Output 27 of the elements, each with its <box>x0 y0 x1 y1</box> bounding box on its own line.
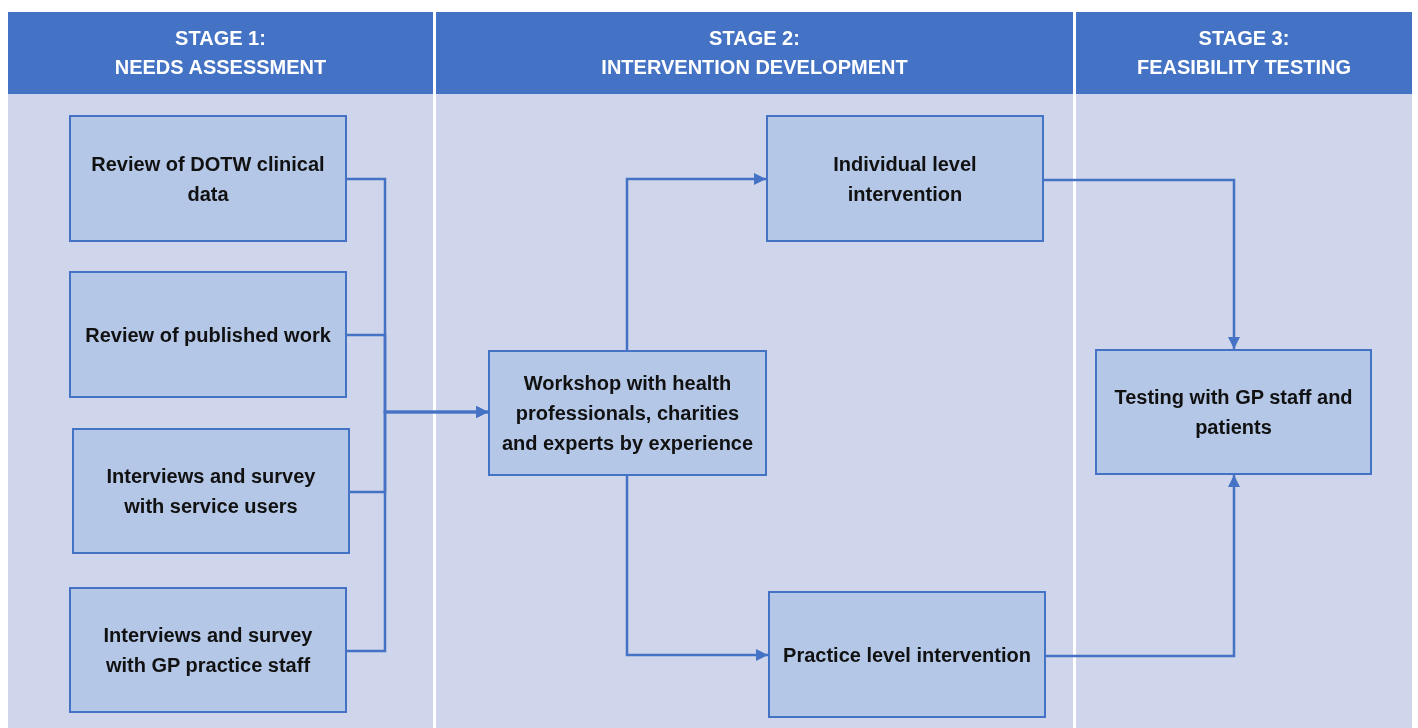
process-box <box>1095 349 1372 475</box>
box-label: Review of published work <box>84 322 332 348</box>
box-label: Practice level intervention <box>782 642 1032 668</box>
process-box <box>69 587 347 713</box>
process-box <box>72 428 350 554</box>
box-label: Interviews and survey with GP practice staff <box>102 623 314 678</box>
process-box <box>488 350 767 476</box>
stage-header: STAGE 1: NEEDS ASSESSMENT <box>8 12 433 94</box>
process-box <box>766 115 1044 242</box>
arrow <box>347 406 488 653</box>
arrow <box>625 173 766 350</box>
stage-column <box>1076 12 1412 728</box>
box-label: Review of DOTW clinical data <box>90 151 326 207</box>
process-box <box>69 271 347 398</box>
box-label: Individual level intervention <box>832 151 978 207</box>
arrow <box>1046 475 1240 658</box>
stage-header: STAGE 3: FEASIBILITY TESTING <box>1076 12 1412 94</box>
process-box <box>768 591 1046 718</box>
stage-column <box>8 12 433 728</box>
stage-column <box>436 12 1073 728</box>
arrow <box>1044 178 1240 349</box>
stage-header: STAGE 2: INTERVENTION DEVELOPMENT <box>436 12 1073 94</box>
box-label: Interviews and survey with service users <box>105 464 317 519</box>
process-box <box>69 115 347 242</box>
box-label: Workshop with health professionals, charities and experts by experience <box>500 371 755 456</box>
arrow <box>625 476 768 661</box>
box-label: Testing with GP staff and patients <box>1113 385 1354 440</box>
